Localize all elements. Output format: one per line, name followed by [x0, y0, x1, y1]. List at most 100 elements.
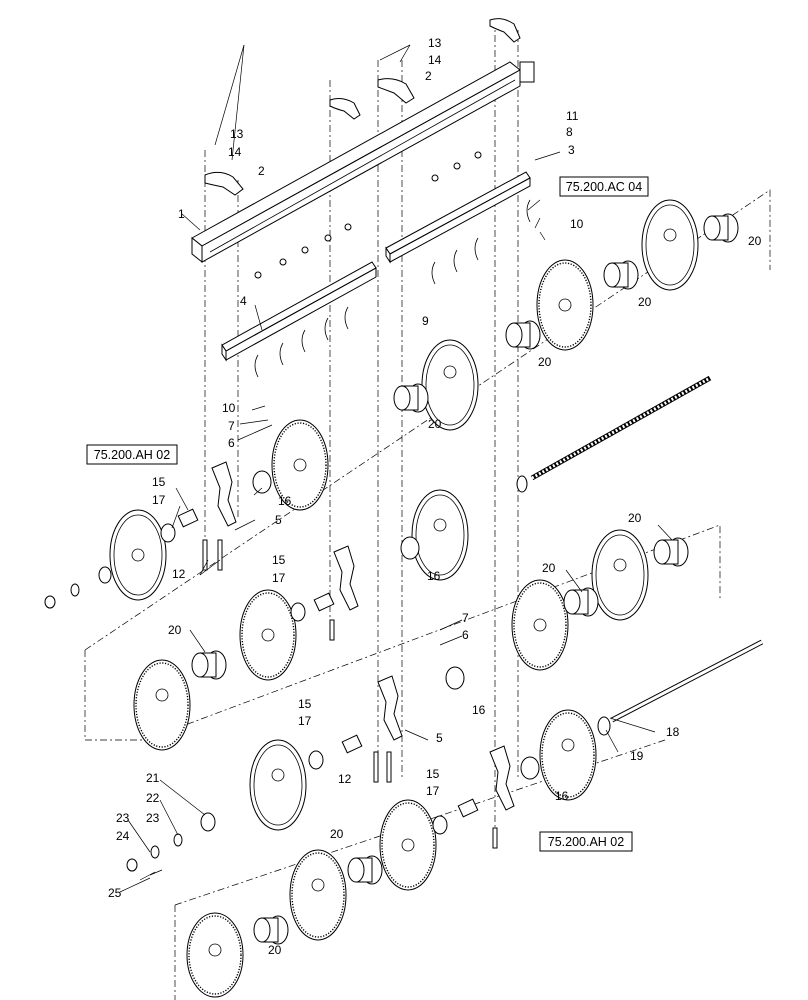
reference-box-label: 75.200.AC 04 — [566, 180, 642, 194]
callout-21: 21 — [146, 771, 160, 785]
disc-blade — [239, 589, 297, 681]
disc-blade — [289, 849, 347, 941]
callout-2: 2 — [258, 164, 265, 178]
callout-7: 7 — [462, 611, 469, 625]
reference-box-ref-ah02-bottom[interactable]: 75.200.AH 02 — [539, 831, 633, 852]
reference-box-frame — [559, 176, 649, 197]
end-hardware — [44, 566, 216, 876]
callout-20: 20 — [628, 511, 642, 525]
callout-20: 20 — [168, 623, 182, 637]
disc-blade — [133, 659, 191, 751]
disc-blade — [641, 199, 699, 291]
callout-10: 10 — [570, 217, 584, 231]
callout-16: 16 — [427, 569, 441, 583]
bearings — [160, 470, 540, 835]
spool — [347, 855, 383, 885]
spool — [563, 587, 599, 617]
gang-shafts — [516, 375, 764, 736]
spool — [253, 915, 289, 945]
callout-5: 5 — [275, 513, 282, 527]
scraper-hardware — [254, 151, 531, 378]
callout-14: 14 — [428, 53, 442, 67]
callout-6: 6 — [228, 436, 235, 450]
callout-7: 7 — [228, 419, 235, 433]
callout-3: 3 — [568, 143, 575, 157]
disc-blade — [186, 912, 244, 998]
callout-16: 16 — [278, 494, 292, 508]
disc-blade — [109, 509, 167, 601]
disc-blade — [591, 529, 649, 621]
callout-25: 25 — [108, 886, 122, 900]
spacer-spools — [191, 213, 739, 945]
callout-4: 4 — [240, 294, 247, 308]
reference-box-label: 75.200.AH 02 — [94, 448, 170, 462]
callout-10: 10 — [222, 401, 236, 415]
spool — [505, 320, 541, 350]
callout-17: 17 — [298, 714, 312, 728]
callout-17: 17 — [272, 571, 286, 585]
callout-23: 23 — [146, 811, 160, 825]
callout-20: 20 — [748, 234, 762, 248]
scraper-bar-left — [221, 261, 377, 362]
callout-9: 9 — [422, 314, 429, 328]
disc-blade — [249, 739, 307, 831]
spool — [703, 213, 739, 243]
spool — [393, 383, 429, 413]
callout-5: 5 — [436, 731, 443, 745]
callout-12: 12 — [172, 567, 186, 581]
callout-19: 19 — [630, 749, 644, 763]
reference-box-label: 75.200.AH 02 — [548, 835, 624, 849]
callout-labels: 1223455667789101011121213131414151515151… — [108, 36, 762, 957]
callout-20: 20 — [428, 417, 442, 431]
reference-box-frame — [86, 444, 178, 465]
bolts — [202, 539, 498, 849]
reference-box-frame — [539, 831, 633, 852]
disc-blade — [539, 709, 597, 801]
disc-blades — [109, 199, 699, 998]
callout-15: 15 — [298, 697, 312, 711]
callout-13: 13 — [230, 127, 244, 141]
callout-20: 20 — [542, 561, 556, 575]
spool — [191, 650, 227, 680]
callout-17: 17 — [152, 493, 166, 507]
callout-12: 12 — [338, 772, 352, 786]
callout-20: 20 — [330, 827, 344, 841]
mounting-brackets — [204, 18, 535, 196]
callout-15: 15 — [152, 475, 166, 489]
frame-beam — [191, 61, 521, 264]
callout-11: 11 — [566, 109, 579, 123]
hanger-brackets — [211, 461, 515, 811]
disc-blade — [379, 799, 437, 891]
callout-20: 20 — [538, 355, 552, 369]
callout-leaders — [119, 44, 673, 893]
callout-15: 15 — [272, 553, 286, 567]
callout-14: 14 — [228, 145, 242, 159]
callout-18: 18 — [666, 725, 680, 739]
callout-8: 8 — [566, 125, 573, 139]
reference-box-ref-ah02-left[interactable]: 75.200.AH 02 — [86, 444, 178, 465]
callout-6: 6 — [462, 628, 469, 642]
callout-20: 20 — [638, 295, 652, 309]
disc-blade — [536, 259, 594, 351]
callout-23: 23 — [116, 811, 130, 825]
disc-blade — [411, 489, 469, 581]
assembly-lines — [204, 20, 519, 840]
callout-20: 20 — [268, 943, 282, 957]
spool — [653, 537, 689, 567]
callout-24: 24 — [116, 829, 130, 843]
disc-blade — [271, 419, 329, 511]
scraper-bar-right — [385, 171, 531, 264]
reference-box-ref-ac04[interactable]: 75.200.AC 04 — [559, 176, 649, 197]
callout-17: 17 — [426, 784, 440, 798]
callout-13: 13 — [428, 36, 442, 50]
reference-boxes: 75.200.AC 04 75.200.AH 02 75.200.AH 02 — [86, 176, 649, 852]
callout-1: 1 — [178, 207, 185, 221]
spool — [603, 260, 639, 290]
callout-16: 16 — [555, 789, 569, 803]
disc-blade — [511, 579, 569, 671]
callout-2: 2 — [425, 69, 432, 83]
callout-16: 16 — [472, 703, 486, 717]
callout-22: 22 — [146, 791, 160, 805]
callout-15: 15 — [426, 767, 440, 781]
